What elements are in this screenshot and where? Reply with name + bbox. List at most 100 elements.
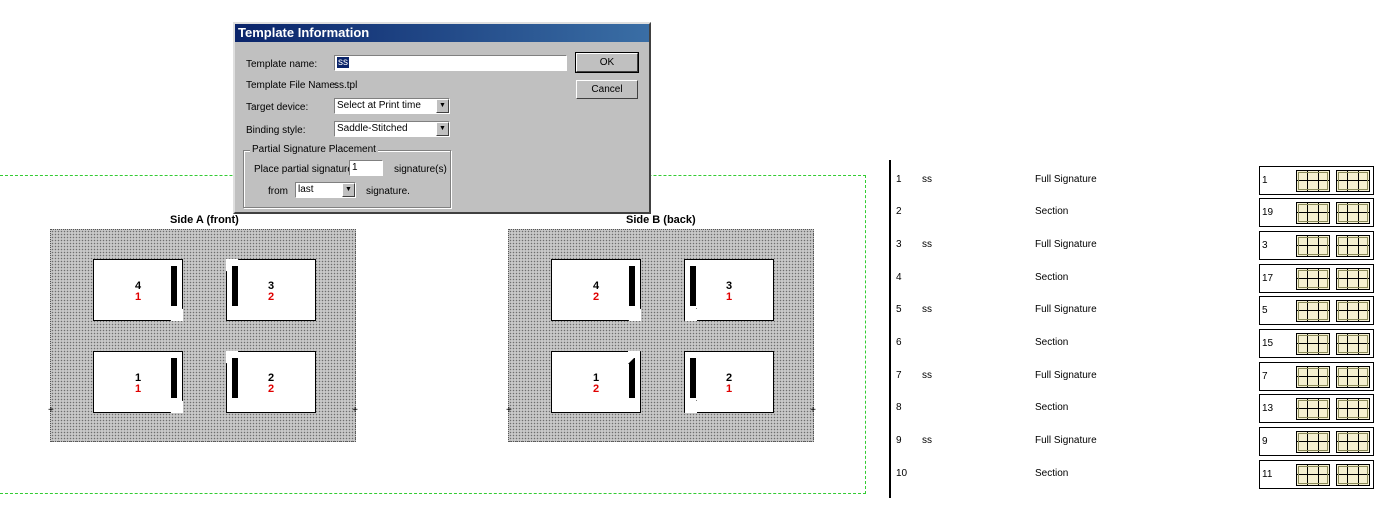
signature-index[interactable]: 6 <box>896 337 902 348</box>
sheet-thumbnail-icon <box>1296 431 1330 453</box>
signature-thumbnail[interactable]: 7 <box>1259 362 1374 391</box>
signature-suffix-label: signature. <box>366 186 410 197</box>
page-number: 3 <box>725 280 733 292</box>
template-name-value: ss <box>337 57 349 68</box>
template-name-input[interactable]: ss <box>334 55 567 71</box>
signature-type[interactable]: Section <box>1035 468 1069 479</box>
signature-thumbnail[interactable]: 15 <box>1259 329 1374 358</box>
page-tile[interactable]: 3 2 <box>226 259 316 321</box>
cancel-button[interactable]: Cancel <box>576 80 638 99</box>
signature-index[interactable]: 3 <box>896 239 902 250</box>
binding-style-select[interactable]: Saddle-Stitched ▼ <box>334 121 450 137</box>
binding-style-value: Saddle-Stitched <box>337 123 408 134</box>
page-tile[interactable]: 4 1 <box>93 259 183 321</box>
signature-index[interactable]: 10 <box>896 468 908 479</box>
page-number: 4 <box>134 280 142 292</box>
signature-name[interactable]: ss <box>922 239 932 250</box>
side-b-sheet[interactable]: + + 4 2 3 1 1 2 2 1 <box>506 229 816 442</box>
signature-start-page: 13 <box>1262 403 1274 414</box>
template-name-label: Template name: <box>246 59 318 70</box>
signature-index[interactable]: 5 <box>896 304 902 315</box>
side-a-sheet[interactable]: + + 4 1 3 2 1 1 2 2 <box>48 229 358 442</box>
signature-thumbnail[interactable]: 5 <box>1259 296 1374 325</box>
signature-index[interactable]: 9 <box>896 435 902 446</box>
signature-number: 2 <box>592 383 600 395</box>
page-fold-corner <box>170 308 183 321</box>
signature-number: 2 <box>267 291 275 303</box>
sheet-thumbnail-icon <box>1336 268 1370 290</box>
sheet-thumbnail-icon <box>1336 366 1370 388</box>
crop-mark: + <box>48 405 54 416</box>
spine-marker <box>690 358 696 398</box>
signature-index[interactable]: 2 <box>896 206 902 217</box>
page-tile[interactable]: 4 2 <box>551 259 641 321</box>
side-b-label: Side B (back) <box>626 214 696 226</box>
sheet-thumbnail-icon <box>1336 333 1370 355</box>
signature-index[interactable]: 1 <box>896 174 902 185</box>
dropdown-arrow-icon[interactable]: ▼ <box>436 122 449 136</box>
signature-start-page: 5 <box>1262 305 1268 316</box>
signature-thumbnail[interactable]: 13 <box>1259 394 1374 423</box>
signature-number: 1 <box>725 383 733 395</box>
sheet-thumbnail-icon <box>1336 300 1370 322</box>
signature-thumbnail[interactable]: 9 <box>1259 427 1374 456</box>
signature-number: 2 <box>267 383 275 395</box>
page-tile[interactable]: 3 1 <box>684 259 774 321</box>
page-fold-corner <box>628 308 641 321</box>
binding-style-label: Binding style: <box>246 125 306 136</box>
ok-button[interactable]: OK <box>575 52 639 73</box>
page-tile[interactable]: 1 2 <box>551 351 641 413</box>
signature-type[interactable]: Full Signature <box>1035 304 1097 315</box>
sheet-thumbnail-icon <box>1296 398 1330 420</box>
page-tile[interactable]: 1 1 <box>93 351 183 413</box>
side-a-label: Side A (front) <box>170 214 239 226</box>
sheet-thumbnail-icon <box>1336 202 1370 224</box>
signature-type[interactable]: Full Signature <box>1035 174 1097 185</box>
signature-thumbnail[interactable]: 19 <box>1259 198 1374 227</box>
list-divider <box>889 160 891 498</box>
page-number: 3 <box>267 280 275 292</box>
signature-index[interactable]: 7 <box>896 370 902 381</box>
dropdown-arrow-icon[interactable]: ▼ <box>436 99 449 113</box>
signature-index[interactable]: 4 <box>896 272 902 283</box>
signature-type[interactable]: Full Signature <box>1035 239 1097 250</box>
signature-start-page: 19 <box>1262 207 1274 218</box>
sheet-thumbnail-icon <box>1296 366 1330 388</box>
signature-index[interactable]: 8 <box>896 402 902 413</box>
signature-name[interactable]: ss <box>922 435 932 446</box>
signature-name[interactable]: ss <box>922 304 932 315</box>
page-number: 2 <box>267 372 275 384</box>
signature-thumbnail[interactable]: 1 <box>1259 166 1374 195</box>
signature-type[interactable]: Section <box>1035 337 1069 348</box>
signature-start-page: 3 <box>1262 240 1268 251</box>
signature-start-page: 11 <box>1262 469 1273 480</box>
spine-marker <box>629 358 635 398</box>
signature-type[interactable]: Section <box>1035 206 1069 217</box>
sheet-thumbnail-icon <box>1336 464 1370 486</box>
place-partial-input[interactable]: 1 <box>349 160 383 176</box>
signature-start-page: 9 <box>1262 436 1268 447</box>
target-device-label: Target device: <box>246 102 309 113</box>
signature-type[interactable]: Section <box>1035 272 1069 283</box>
sheet-thumbnail-icon <box>1296 235 1330 257</box>
crop-mark: + <box>810 405 816 416</box>
signature-type[interactable]: Full Signature <box>1035 370 1097 381</box>
signature-thumbnail[interactable]: 11 <box>1259 460 1374 489</box>
page-tile[interactable]: 2 2 <box>226 351 316 413</box>
from-label: from <box>268 186 288 197</box>
sheet-thumbnail-icon <box>1336 431 1370 453</box>
dialog-titlebar[interactable]: Template Information <box>235 24 649 42</box>
signature-type[interactable]: Section <box>1035 402 1069 413</box>
from-select[interactable]: last ▼ <box>295 182 356 198</box>
signature-name[interactable]: ss <box>922 370 932 381</box>
page-tile[interactable]: 2 1 <box>684 351 774 413</box>
signature-type[interactable]: Full Signature <box>1035 435 1097 446</box>
sheet-thumbnail-icon <box>1336 170 1370 192</box>
signature-thumbnail[interactable]: 3 <box>1259 231 1374 260</box>
partial-signature-group-title: Partial Signature Placement <box>250 144 378 155</box>
signature-thumbnail[interactable]: 17 <box>1259 264 1374 293</box>
signature-name[interactable]: ss <box>922 174 932 185</box>
dropdown-arrow-icon[interactable]: ▼ <box>342 183 355 197</box>
target-device-select[interactable]: Select at Print time ▼ <box>334 98 450 114</box>
signature-start-page: 17 <box>1262 273 1274 284</box>
